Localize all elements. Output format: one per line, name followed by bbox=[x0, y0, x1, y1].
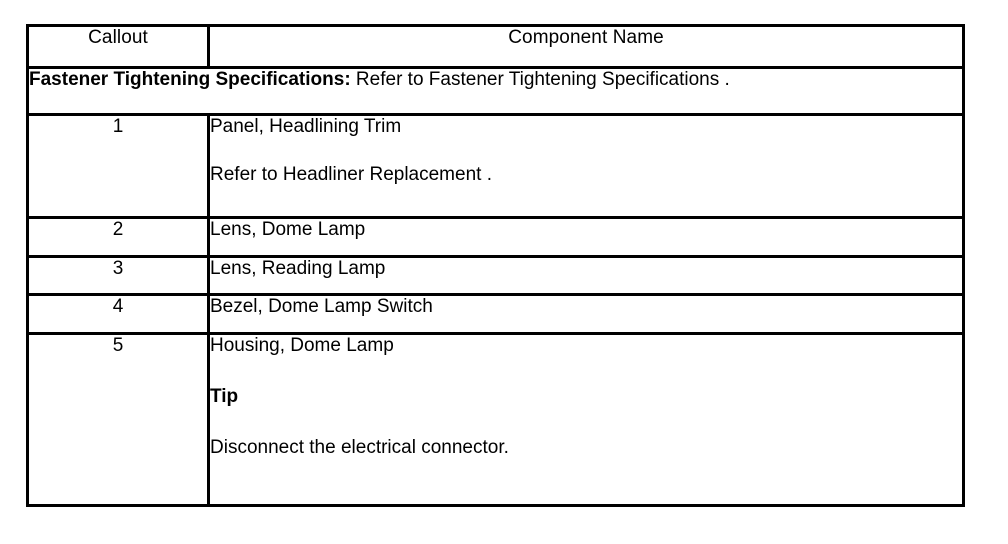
tip-heading: Tip bbox=[210, 386, 239, 408]
callout-number-cell: 5 bbox=[26, 332, 210, 507]
line-spacer bbox=[210, 138, 962, 164]
component-name-cell: Housing, Dome Lamp Tip Disconnect the el… bbox=[207, 332, 965, 507]
table-row: 1 Panel, Headlining Trim Refer to Headli… bbox=[26, 113, 965, 219]
column-header-component-name: Component Name bbox=[207, 24, 965, 69]
callout-number-cell: 4 bbox=[26, 293, 210, 335]
table-row: 5 Housing, Dome Lamp Tip Disconnect the … bbox=[26, 332, 965, 507]
tip-body-line: Disconnect the electrical connector. bbox=[210, 437, 509, 459]
component-name-cell: Lens, Reading Lamp bbox=[207, 255, 965, 296]
table-header-row: Callout Component Name bbox=[26, 24, 965, 69]
component-name-line: Panel, Headlining Trim bbox=[210, 116, 402, 137]
component-name-line: Bezel, Dome Lamp Switch bbox=[210, 296, 433, 317]
line-spacer bbox=[210, 408, 962, 437]
component-reference-line: Refer to Headliner Replacement . bbox=[210, 164, 492, 186]
component-name-line: Lens, Reading Lamp bbox=[210, 258, 386, 279]
table-row: 3 Lens, Reading Lamp bbox=[26, 255, 965, 296]
callout-number-cell: 2 bbox=[26, 216, 210, 258]
callout-number-cell: 3 bbox=[26, 255, 210, 296]
component-name-cell: Lens, Dome Lamp bbox=[207, 216, 965, 258]
table-row: 2 Lens, Dome Lamp bbox=[26, 216, 965, 258]
component-name-line: Housing, Dome Lamp bbox=[210, 335, 394, 356]
column-header-callout: Callout bbox=[26, 24, 210, 69]
callout-number-cell: 1 bbox=[26, 113, 210, 219]
column-header-callout-label: Callout bbox=[88, 27, 148, 48]
spec-note-bold-prefix: Fastener Tightening Specifications: bbox=[29, 69, 351, 91]
column-header-component-name-label: Component Name bbox=[508, 27, 664, 48]
table-row: 4 Bezel, Dome Lamp Switch bbox=[26, 293, 965, 335]
component-name-line: Lens, Dome Lamp bbox=[210, 219, 366, 240]
callout-component-table: Callout Component Name Fastener Tighteni… bbox=[26, 24, 965, 507]
table-row-spec-note: Fastener Tightening Specifications: Refe… bbox=[26, 66, 965, 116]
line-spacer bbox=[210, 357, 962, 386]
component-name-cell: Bezel, Dome Lamp Switch bbox=[207, 293, 965, 335]
component-name-cell: Panel, Headlining Trim Refer to Headline… bbox=[207, 113, 965, 219]
spec-note-cell: Fastener Tightening Specifications: Refe… bbox=[26, 66, 965, 116]
spec-note-rest: Refer to Fastener Tightening Specificati… bbox=[350, 69, 730, 91]
